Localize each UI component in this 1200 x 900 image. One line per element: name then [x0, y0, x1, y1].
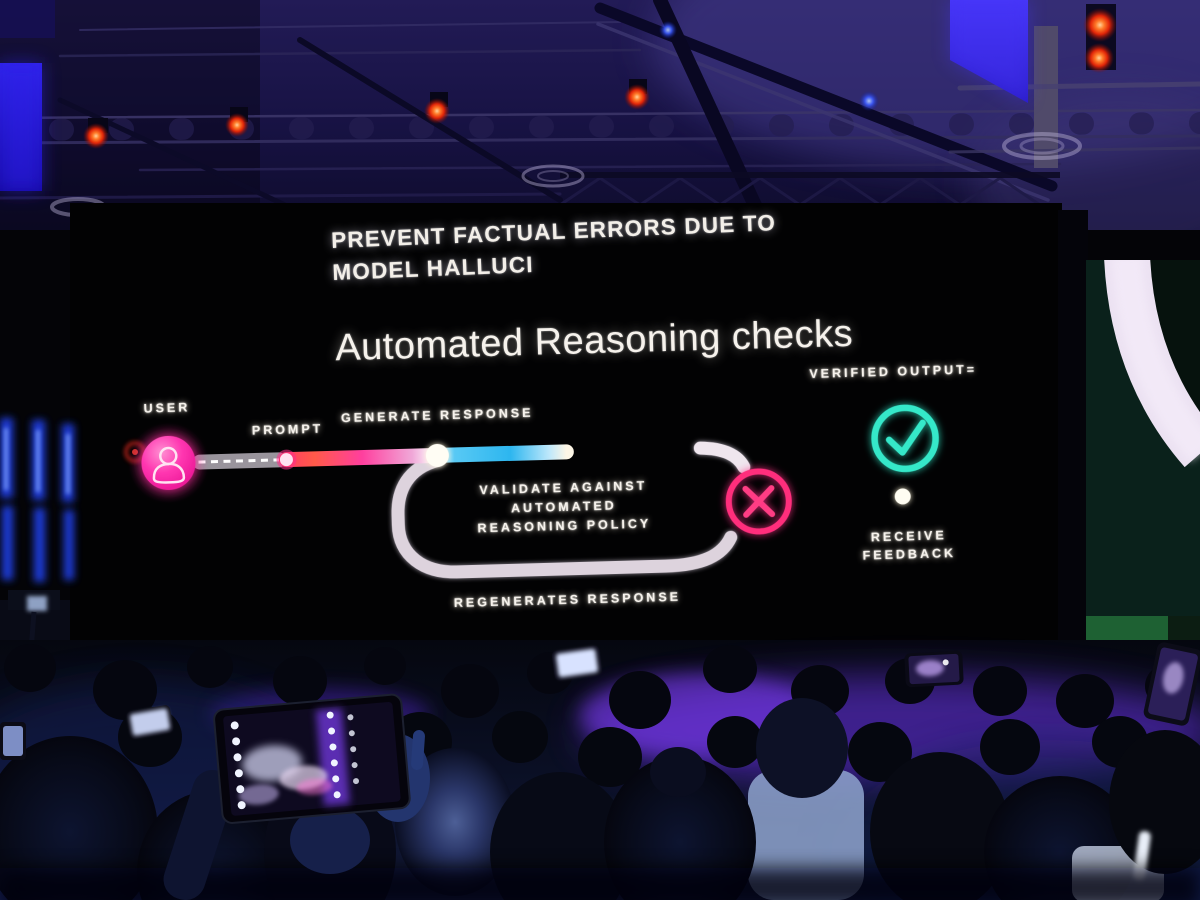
left-light-streaks	[0, 418, 74, 582]
phone-screen-light-dots	[230, 711, 360, 810]
raised-phones	[0, 642, 1200, 760]
left-led-screen	[0, 0, 55, 191]
ceiling-trusses	[0, 0, 1200, 219]
main-screen	[70, 203, 1062, 660]
right-led-screen	[1086, 260, 1200, 658]
phone-filming	[213, 693, 411, 824]
light-shirt	[748, 770, 864, 900]
screen-gap	[1058, 210, 1088, 660]
audience-silhouettes	[0, 640, 1200, 900]
stage-lights	[83, 8, 1117, 149]
top-right-led-screen	[950, 0, 1028, 103]
